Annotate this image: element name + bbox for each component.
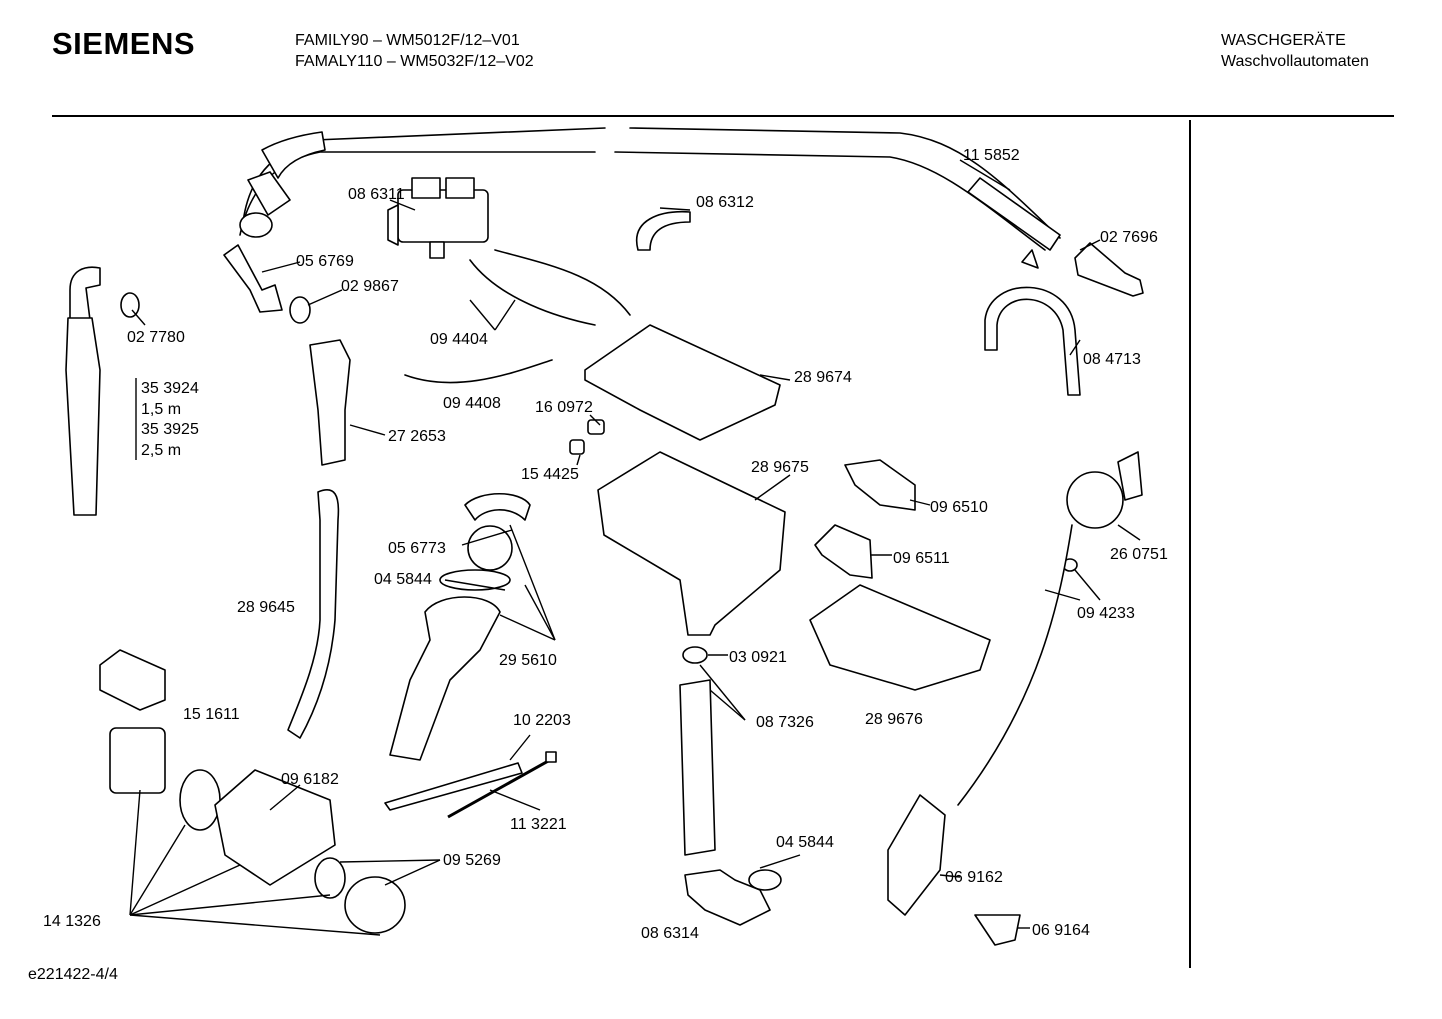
label-295610: 29 5610 [499, 652, 557, 669]
pump-motor-part [109, 727, 166, 794]
document-reference: e221422-4/4 [28, 966, 118, 983]
variant-25m: 2,5 m [141, 442, 181, 459]
clamp-045844-part [748, 869, 782, 891]
pump-ring-part [179, 769, 221, 831]
model-line-1: FAMILY90 – WM5012F/12–V01 [295, 32, 520, 49]
label-151611: 15 1611 [183, 706, 240, 723]
label-094408: 09 4408 [443, 395, 501, 412]
hose-bracket-part [984, 286, 1081, 396]
brand-logo: SIEMENS [52, 26, 196, 61]
detergent-drawer-part [809, 584, 991, 691]
part-labels: 11 5852 08 6311 08 6312 02 7696 05 6769 … [43, 147, 1168, 942]
label-094404: 09 4404 [430, 331, 488, 348]
label-115852: 11 5852 [963, 147, 1020, 164]
model-list: FAMILY90 – WM5012F/12–V01 FAMALY110 – WM… [295, 30, 534, 72]
label-069164: 06 9164 [1032, 922, 1090, 939]
small-hose-part [404, 359, 553, 384]
label-086312: 08 6312 [696, 194, 754, 211]
label-087326: 08 7326 [756, 714, 814, 731]
tub-hose-part [287, 489, 340, 739]
switch-cover-part [844, 459, 916, 511]
bracket-069162-part [887, 794, 946, 916]
drain-hose-part [65, 266, 140, 516]
category-block: WASCHGERÄTE Waschvollautomaten [1221, 30, 1369, 72]
seal-ring-part [289, 296, 311, 324]
sleeve-part [309, 339, 351, 466]
label-289675: 28 9675 [751, 459, 809, 476]
label-289676: 28 9676 [865, 711, 923, 728]
filter-cap-part [344, 876, 406, 934]
label-084713: 08 4713 [1083, 351, 1141, 368]
label-095269: 09 5269 [443, 852, 501, 869]
label-056769: 05 6769 [296, 253, 354, 270]
label-045844a: 04 5844 [374, 571, 432, 588]
dispenser-housing-part [597, 451, 786, 636]
category-title: WASCHGERÄTE [1221, 32, 1346, 49]
bellows-part [389, 596, 501, 761]
label-030921: 03 0921 [729, 649, 787, 666]
part-069164 [974, 914, 1021, 946]
label-027780: 02 7780 [127, 329, 185, 346]
ring-part [439, 569, 511, 591]
label-027696: 02 7696 [1100, 229, 1158, 246]
label-289645: 28 9645 [237, 599, 295, 616]
label-289674: 28 9674 [794, 369, 852, 386]
label-094233: 09 4233 [1077, 605, 1135, 622]
label-096182: 09 6182 [281, 771, 339, 788]
elbow-086314-part [684, 869, 771, 926]
label-056773: 05 6773 [388, 540, 446, 557]
pressure-hose-part [957, 524, 1073, 806]
drain-pipe-part [679, 679, 716, 856]
label-154425: 15 4425 [521, 466, 579, 483]
label-113221: 11 3221 [510, 816, 567, 833]
variant-353925: 35 3925 [141, 421, 199, 438]
label-069162: 06 9162 [945, 869, 1003, 886]
inlet-valve-part [387, 177, 489, 259]
nozzle-part [587, 419, 605, 435]
switch-part [814, 524, 873, 579]
label-102203: 10 2203 [513, 712, 571, 729]
hose-102203-part [384, 762, 523, 811]
elbow-hose-part [635, 210, 691, 251]
dispenser-cover-part [584, 324, 781, 441]
elbow-part [223, 244, 283, 313]
hose-113221-part [447, 758, 551, 819]
valve-hose-1 [469, 259, 596, 326]
label-160972: 16 0972 [535, 399, 593, 416]
label-086314: 08 6314 [641, 925, 699, 942]
variant-353924: 35 3924 [141, 380, 199, 397]
pump-cover-part [99, 649, 166, 711]
label-029867: 02 9867 [341, 278, 399, 295]
label-096510: 09 6510 [930, 499, 988, 516]
label-272653: 27 2653 [388, 428, 446, 445]
model-line-2: FAMALY110 – WM5032F/12–V02 [295, 53, 534, 70]
pump-housing-part [214, 769, 336, 886]
pressure-switch-part [1066, 471, 1124, 529]
leader-lines [129, 159, 1141, 936]
variant-15m: 1,5 m [141, 401, 181, 418]
label-045844b: 04 5844 [776, 834, 834, 851]
label-141326: 14 1326 [43, 913, 101, 930]
label-260751: 26 0751 [1110, 546, 1168, 563]
valve-hose-2 [494, 249, 631, 316]
filter-ring-part [314, 857, 346, 899]
plug-part [569, 439, 585, 455]
inlet-filter-part [1074, 242, 1144, 297]
seal-030921-part [682, 646, 708, 664]
label-096511: 09 6511 [893, 550, 950, 567]
inlet-hose-part [239, 127, 1061, 251]
ball-seat-part [464, 493, 531, 521]
ball-part [467, 525, 513, 571]
label-086311: 08 6311 [348, 186, 405, 203]
category-subtitle: Waschvollautomaten [1221, 53, 1369, 70]
